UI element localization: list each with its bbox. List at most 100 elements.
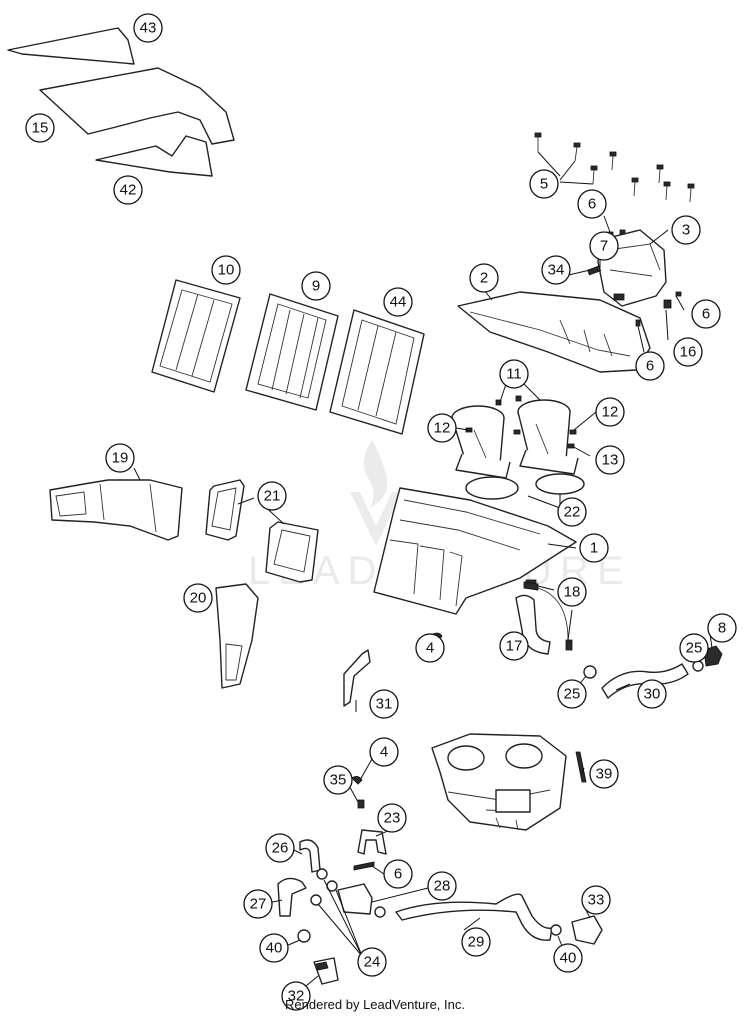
callout-labels: 43 15 42 5 6 3 7 34 2 6 16 6 10 9 44 11 …: [25, 13, 737, 1011]
svg-text:44: 44: [390, 294, 407, 311]
callout-13: 13: [595, 445, 625, 475]
svg-text:25: 25: [564, 686, 581, 703]
callout-22: 22: [557, 497, 587, 527]
callout-32: 32: [281, 981, 311, 1011]
svg-text:4: 4: [426, 640, 434, 657]
callout-39: 39: [589, 759, 619, 789]
callout-34: 34: [541, 255, 571, 285]
svg-text:4: 4: [380, 744, 388, 761]
svg-text:7: 7: [600, 238, 608, 255]
callout-11: 11: [499, 359, 529, 389]
callout-16: 16: [673, 337, 703, 367]
svg-text:33: 33: [588, 892, 605, 909]
svg-text:1: 1: [590, 540, 598, 557]
svg-text:23: 23: [384, 810, 401, 827]
svg-text:30: 30: [644, 686, 661, 703]
callout-35: 35: [323, 765, 353, 795]
callout-5: 5: [529, 169, 559, 199]
callout-3: 3: [671, 215, 701, 245]
lower-hose-assembly: [277, 829, 603, 985]
svg-text:40: 40: [266, 940, 283, 957]
svg-text:6: 6: [702, 306, 710, 323]
svg-text:24: 24: [364, 954, 381, 971]
callout-17: 17: [499, 631, 529, 661]
svg-text:43: 43: [140, 20, 157, 37]
callout-44: 44: [383, 287, 413, 317]
callout-31: 31: [369, 689, 399, 719]
callout-8: 8: [707, 613, 737, 643]
svg-text:27: 27: [250, 896, 267, 913]
svg-text:25: 25: [686, 640, 703, 657]
decal-sheets: [7, 27, 235, 177]
svg-text:18: 18: [564, 584, 581, 601]
callout-19: 19: [105, 443, 135, 473]
svg-text:8: 8: [718, 620, 726, 637]
svg-text:20: 20: [190, 590, 207, 607]
svg-text:5: 5: [540, 176, 548, 193]
svg-text:29: 29: [468, 934, 485, 951]
callout-15: 15: [25, 113, 55, 143]
svg-text:26: 26: [272, 840, 289, 857]
callout-12-right: 12: [595, 397, 625, 427]
callout-28: 28: [427, 871, 457, 901]
svg-text:3: 3: [682, 222, 690, 239]
callout-18: 18: [557, 577, 587, 607]
svg-text:21: 21: [264, 488, 281, 505]
airbox-housing: [373, 487, 577, 615]
callout-24: 24: [357, 947, 387, 977]
svg-text:42: 42: [120, 182, 137, 199]
callout-21: 21: [257, 481, 287, 511]
callout-2: 2: [469, 263, 499, 293]
callout-4-upper: 4: [415, 633, 445, 663]
callout-12-left: 12: [427, 413, 457, 443]
callout-1: 1: [579, 533, 609, 563]
svg-text:19: 19: [112, 450, 129, 467]
svg-text:28: 28: [434, 878, 451, 895]
callout-25-right: 25: [679, 633, 709, 663]
svg-text:6: 6: [588, 196, 596, 213]
svg-text:11: 11: [506, 366, 522, 383]
callout-7: 7: [589, 231, 619, 261]
throttle-body: [431, 733, 587, 831]
svg-text:6: 6: [394, 866, 402, 883]
svg-text:13: 13: [602, 452, 619, 469]
svg-text:9: 9: [312, 278, 320, 295]
intake-boots: [451, 395, 585, 500]
svg-text:2: 2: [480, 270, 488, 287]
svg-text:22: 22: [564, 504, 581, 521]
callout-10: 10: [211, 255, 241, 285]
callout-33: 33: [581, 885, 611, 915]
callout-23: 23: [377, 803, 407, 833]
svg-text:40: 40: [560, 950, 577, 967]
svg-text:17: 17: [506, 638, 523, 655]
bolt-set: [534, 132, 695, 203]
callout-6-top: 6: [577, 189, 607, 219]
credit-text: Rendered by LeadVenture, Inc.: [285, 997, 465, 1012]
svg-text:16: 16: [680, 344, 697, 361]
svg-text:12: 12: [434, 420, 451, 437]
callout-40-right: 40: [553, 943, 583, 973]
callout-6-lid: 6: [635, 351, 665, 381]
callout-42: 42: [113, 175, 143, 205]
svg-text:15: 15: [32, 120, 49, 137]
callout-9: 9: [301, 271, 331, 301]
intake-ducts: [49, 479, 319, 689]
svg-text:12: 12: [602, 404, 619, 421]
svg-text:39: 39: [596, 766, 613, 783]
callout-40-left: 40: [259, 933, 289, 963]
svg-text:35: 35: [330, 772, 347, 789]
svg-text:10: 10: [218, 262, 235, 279]
svg-text:34: 34: [548, 262, 565, 279]
svg-text:6: 6: [646, 358, 654, 375]
airbox-lid-assembly: [457, 229, 682, 373]
callout-4-lower: 4: [369, 737, 399, 767]
callout-30: 30: [637, 679, 667, 709]
breather-hose-right: [583, 645, 723, 699]
callout-29: 29: [461, 927, 491, 957]
callout-26: 26: [265, 833, 295, 863]
callout-20: 20: [183, 583, 213, 613]
callout-25-left: 25: [557, 679, 587, 709]
callout-6-lower: 6: [383, 859, 413, 889]
callout-27: 27: [243, 889, 273, 919]
